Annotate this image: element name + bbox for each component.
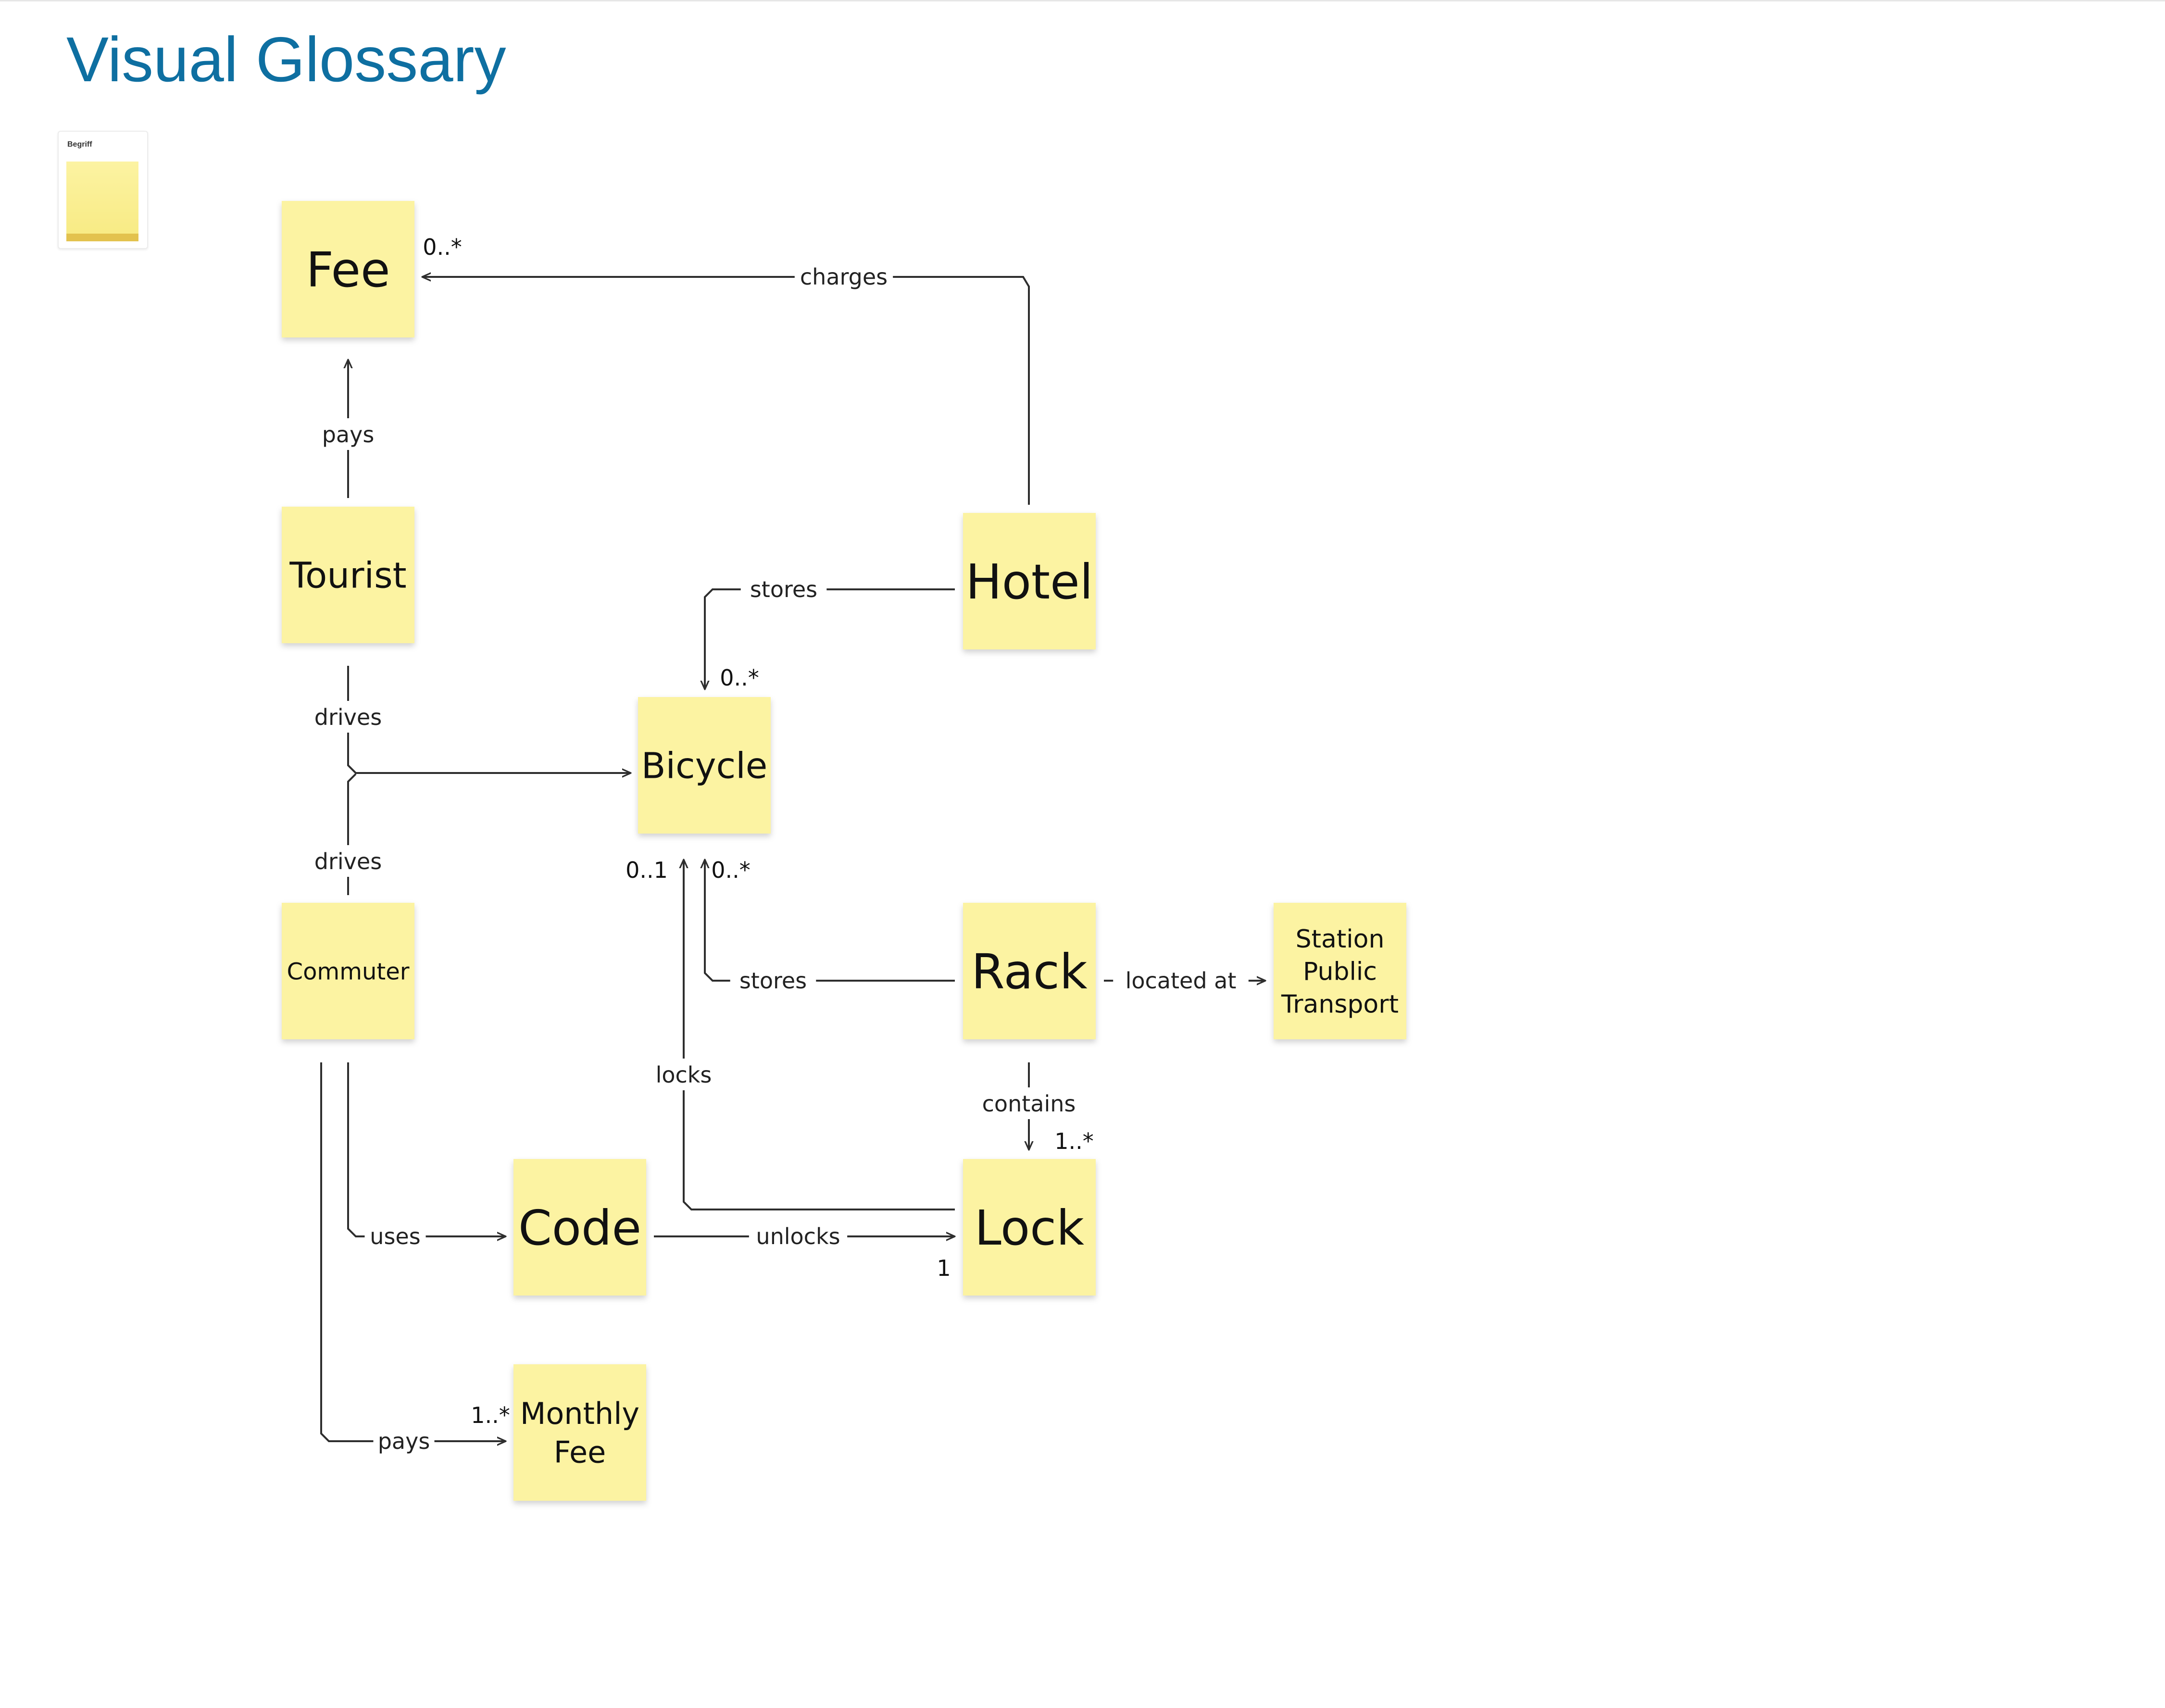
edge-label: located at xyxy=(1126,968,1237,994)
edge-commuter-bicycle[interactable]: drives xyxy=(305,773,391,895)
edge-label: drives xyxy=(314,704,382,730)
sticky-note-commuter[interactable]: Commuter xyxy=(282,903,414,1039)
edge-label: drives xyxy=(314,848,382,874)
sticky-note-rack[interactable]: Rack xyxy=(963,903,1096,1039)
edge-hotel-bicycle[interactable]: stores 0..* xyxy=(705,573,955,691)
sticky-note-body xyxy=(638,697,771,834)
edge-label-background xyxy=(305,701,391,733)
sticky-note-body xyxy=(282,201,414,337)
sticky-note-label: Bicycle xyxy=(641,746,768,787)
connector-line[interactable] xyxy=(347,1062,506,1236)
edge-code-lock[interactable]: unlocks 1 xyxy=(654,1220,955,1281)
edge-lock-bicycle[interactable]: locks 0..1 xyxy=(626,857,955,1210)
sticky-note-fee[interactable]: Fee xyxy=(282,201,414,337)
multiplicity-label: 1..* xyxy=(471,1402,510,1428)
connector-line[interactable] xyxy=(422,277,1030,505)
sticky-note-body xyxy=(513,1364,646,1501)
multiplicity-label: 0..* xyxy=(720,665,759,691)
edge-label: uses xyxy=(370,1223,420,1249)
top-border xyxy=(0,0,2165,1)
edge-tourist-fee[interactable]: pays xyxy=(317,360,379,498)
multiplicity-label: 1 xyxy=(937,1255,951,1281)
connector-line[interactable] xyxy=(684,860,955,1210)
connector-line[interactable] xyxy=(705,588,955,689)
sticky-note-body xyxy=(513,1159,646,1296)
legend-label: Begriff xyxy=(67,140,92,149)
legend-sticky-note-icon xyxy=(66,162,138,234)
sticky-note-body xyxy=(282,507,414,643)
edge-label-background xyxy=(317,418,379,450)
edge-label-background xyxy=(647,1059,721,1090)
sticky-note-label: Rack xyxy=(971,944,1088,1000)
sticky-note-lock[interactable]: Lock xyxy=(963,1159,1096,1296)
sticky-note-label: Code xyxy=(518,1200,641,1256)
sticky-note-body xyxy=(282,903,414,1039)
edge-label: stores xyxy=(739,968,807,994)
sticky-note-code[interactable]: Code xyxy=(513,1159,646,1296)
edge-label-background xyxy=(373,1425,435,1457)
edge-commuter-code[interactable]: uses xyxy=(347,1062,506,1252)
legend-sticky-edge xyxy=(66,234,138,241)
edge-tourist-bicycle[interactable]: drives xyxy=(305,666,631,773)
sticky-note-bicycle[interactable]: Bicycle xyxy=(638,697,771,834)
edge-rack-lock[interactable]: contains 1..* xyxy=(973,1062,1094,1154)
sticky-note-label: Fee xyxy=(306,242,390,298)
edge-commuter-monthly-fee[interactable]: pays 1..* xyxy=(320,1062,510,1457)
edge-label: stores xyxy=(750,576,817,602)
edge-label-background xyxy=(740,573,827,605)
edge-label: pays xyxy=(378,1428,430,1454)
edge-label-background xyxy=(364,1220,426,1252)
multiplicity-label: 0..1 xyxy=(626,857,668,883)
edge-label-background xyxy=(1113,964,1249,996)
edge-label: contains xyxy=(982,1091,1076,1117)
edge-label-background xyxy=(730,964,816,996)
edge-label: locks xyxy=(656,1062,712,1088)
sticky-note-tourist[interactable]: Tourist xyxy=(282,507,414,643)
sticky-note-body xyxy=(963,513,1096,649)
sticky-note-body xyxy=(963,903,1096,1039)
sticky-note-label: Commuter xyxy=(287,958,410,985)
sticky-note-label: Tourist xyxy=(289,555,406,597)
multiplicity-label: 1..* xyxy=(1054,1128,1094,1154)
edge-label: unlocks xyxy=(756,1223,840,1249)
edge-label: charges xyxy=(800,264,888,290)
sticky-note-body xyxy=(963,1159,1096,1296)
edge-label-background xyxy=(305,845,391,877)
sticky-note-label: Hotel xyxy=(966,554,1093,610)
multiplicity-label: 0..* xyxy=(711,857,751,883)
connector-line[interactable] xyxy=(705,860,955,982)
sticky-note-hotel[interactable]: Hotel xyxy=(963,513,1096,649)
edge-hotel-fee[interactable]: charges 0..* xyxy=(422,234,1030,505)
edge-rack-bicycle[interactable]: stores 0..* xyxy=(705,857,955,996)
edge-label-background xyxy=(794,261,893,292)
edge-label-background xyxy=(749,1220,848,1252)
connector-line[interactable] xyxy=(347,773,357,895)
sticky-note-body xyxy=(1274,903,1406,1039)
page-title: Visual Glossary xyxy=(66,24,506,95)
edges-layer: charges 0..* pays stores 0..* drives drives sto… xyxy=(305,234,1265,1457)
sticky-note-label: Lock xyxy=(975,1200,1084,1256)
edge-label: pays xyxy=(322,422,375,448)
edge-rack-station[interactable]: located at xyxy=(1104,964,1265,996)
legend-card[interactable]: Begriff xyxy=(58,131,148,249)
multiplicity-label: 0..* xyxy=(423,234,462,260)
edge-label-background xyxy=(973,1087,1085,1119)
